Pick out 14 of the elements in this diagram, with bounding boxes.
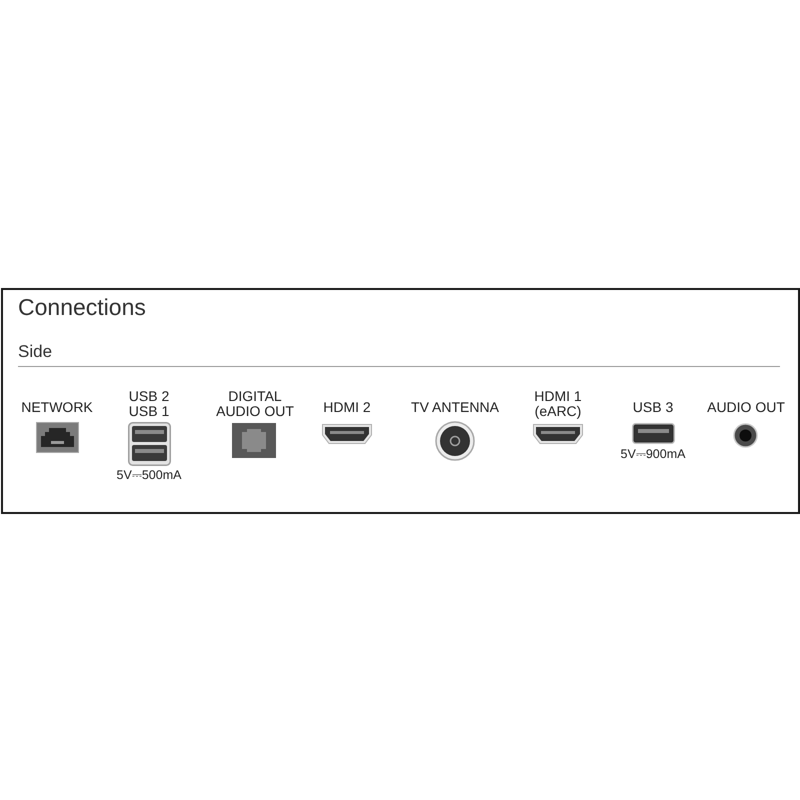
port-label: HDMI 1 (eARC) (533, 389, 583, 419)
panel-frame (1, 288, 800, 514)
port-label: USB 3 (632, 400, 674, 415)
port-label: AUDIO OUT (707, 400, 785, 415)
port-label: NETWORK (21, 400, 93, 415)
panel-title: Connections (18, 295, 146, 320)
power-rating-label: 5V⎓500mA (116, 468, 182, 482)
power-rating-label: 5V⎓900mA (620, 447, 686, 461)
port-label: TV ANTENNA (411, 400, 499, 415)
port-label: HDMI 2 (323, 400, 371, 415)
subsection-heading: Side (18, 342, 52, 361)
port-label: USB 1 (128, 404, 170, 419)
port-label: USB 2 (128, 389, 170, 404)
port-label: DIGITAL AUDIO OUT (215, 389, 295, 419)
